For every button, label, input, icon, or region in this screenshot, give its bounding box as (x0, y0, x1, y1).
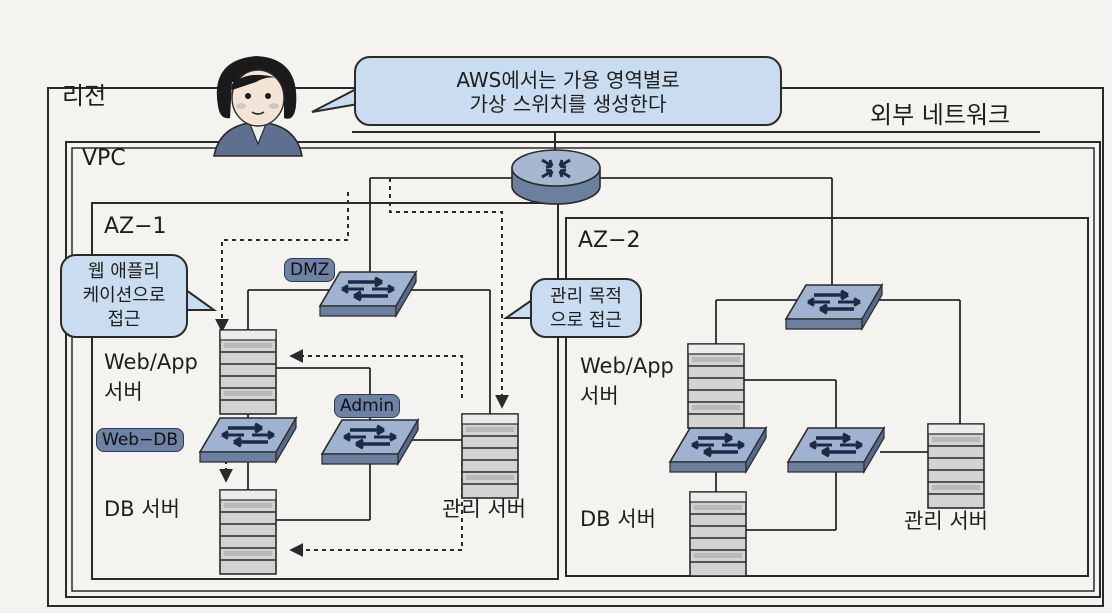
az2-mgmt-label: 관리 서버 (904, 509, 988, 533)
az1-db-server-icon (219, 489, 277, 575)
admin-access-callout: 관리 목적 으로 접근 (530, 278, 642, 338)
az2-webapp-server-icon (687, 343, 745, 429)
admin-access-line-1: 관리 목적 (550, 286, 622, 307)
az2-dmz-switch-icon (784, 283, 884, 331)
admin-callout-tail (502, 299, 533, 319)
web-db-tag: Web−DB (96, 428, 185, 452)
az2-mgmt-server-icon (927, 423, 985, 509)
az1-dmz-switch-icon (318, 270, 418, 318)
router-icon (511, 149, 601, 205)
speech-bubble-tail (311, 85, 363, 113)
az1-db-label: DB 서버 (104, 497, 180, 521)
az1-mgmt-label: 관리 서버 (442, 497, 526, 521)
vpc-frame (65, 141, 1101, 598)
webapp-access-line-2: 케이션으로 (82, 285, 166, 306)
az2-label: AZ−2 (578, 228, 641, 253)
speech-bubble: AWS에서는 가용 영역별로 가상 스위치를 생성한다 (354, 56, 782, 126)
az2-frame (565, 217, 1089, 577)
az2-db-label: DB 서버 (580, 507, 656, 531)
az2-webapp-label-line1: Web/App (580, 354, 674, 378)
az1-frame (91, 202, 559, 580)
dmz-tag: DMZ (284, 258, 336, 282)
webapp-access-line-1: 웹 애플리 (88, 261, 160, 282)
az1-mgmt-server-icon (461, 413, 519, 499)
az2-admin-switch-icon (786, 426, 886, 474)
az2-webdb-switch-icon (668, 426, 768, 474)
webapp-access-callout: 웹 애플리 케이션으로 접근 (60, 254, 188, 338)
webapp-access-line-3: 접근 (107, 309, 141, 330)
person-avatar (213, 56, 303, 157)
az2-db-server-icon (689, 491, 747, 577)
az1-label: AZ−1 (104, 214, 167, 239)
external-network-lines (352, 131, 1040, 160)
speech-line-2: 가상 스위치를 생성한다 (469, 92, 667, 116)
speech-line-1: AWS에서는 가용 영역별로 (456, 68, 680, 92)
az1-webapp-label-line2: 서버 (104, 380, 143, 404)
az2-webapp-label-line2: 서버 (580, 384, 619, 408)
az1-admin-switch-icon (320, 418, 420, 466)
admin-access-line-2: 으로 접근 (550, 310, 622, 331)
region-label: 리전 (62, 82, 107, 110)
az1-webdb-switch-icon (198, 416, 298, 464)
admin-tag: Admin (334, 394, 401, 418)
external-network-label: 외부 네트워크 (870, 101, 1011, 129)
webapp-callout-tail (185, 289, 218, 311)
access-paths (215, 178, 509, 557)
az1-webapp-label-line1: Web/App (104, 350, 198, 374)
az1-webapp-server-icon (219, 329, 277, 415)
vpc-label: VPC (82, 146, 126, 171)
